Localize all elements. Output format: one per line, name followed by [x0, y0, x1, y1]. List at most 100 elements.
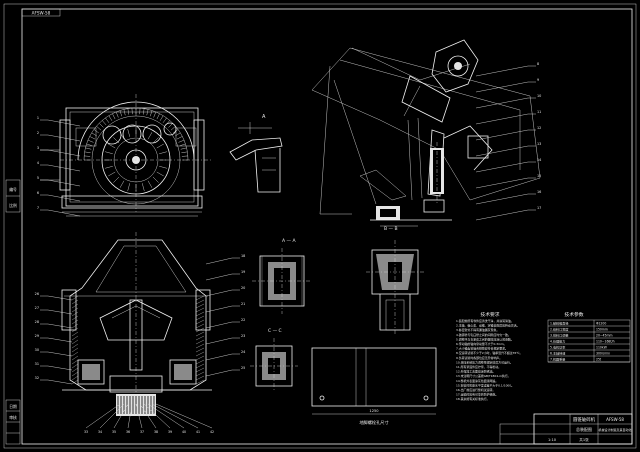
- tech-param-value: Φ1200: [596, 321, 606, 325]
- outer-border: [3, 3, 637, 449]
- leader-line: [47, 209, 81, 217]
- tab-label: AFSW-58: [32, 11, 51, 16]
- balloon-number: 10: [537, 94, 541, 98]
- leader-line: [205, 273, 233, 281]
- foundation-dimension: 1250: [369, 409, 379, 413]
- leader-line: [475, 129, 529, 141]
- leader-line: [475, 209, 529, 221]
- balloon-number: 39: [168, 430, 172, 434]
- tech-req-line: 1.装配前所有零件应清洗干净，并涂润滑油。: [456, 318, 514, 323]
- side-label-4: 审核: [9, 415, 17, 420]
- leader-line: [475, 177, 529, 189]
- balloon-number: 37: [140, 430, 144, 434]
- leader-line: [475, 145, 529, 157]
- school-name: 机械设计制造及其自动化: [598, 427, 631, 432]
- end-view-drawing: [40, 94, 212, 217]
- tech-req-line: 18.其余按有关标准执行。: [456, 396, 490, 401]
- leader-line: [47, 365, 73, 371]
- leader-line: [475, 193, 529, 205]
- balloon-number: 1: [37, 116, 39, 120]
- side-label-3: 日期: [9, 404, 17, 409]
- tech-param-key: 3.排料口调整: [550, 332, 568, 337]
- tech-param-key: 7.机器重量: [550, 356, 565, 361]
- balloon-number: 2: [37, 131, 39, 135]
- tech-req-line: 14.整机外表面涂灰色面漆两遍。: [456, 378, 498, 383]
- leader-line: [47, 295, 73, 301]
- foundation-plan-drawing: 1250 地脚螺栓孔尺寸: [311, 347, 437, 426]
- leader-line: [475, 97, 529, 109]
- balloon-number: 28: [35, 320, 39, 324]
- section-cc-label: C — C: [268, 328, 282, 334]
- tech-req-line: 9.负荷试验时各部位应无异常响声。: [456, 355, 502, 360]
- tech-param-value: 110~168t/h: [596, 339, 615, 343]
- side-label-2: 比例: [9, 203, 17, 208]
- leader-line: [47, 323, 73, 329]
- balloon-number: 29: [35, 334, 39, 338]
- leader-line: [475, 113, 529, 125]
- tech-param-key: 1.破碎锥直径: [550, 320, 568, 325]
- balloon-number: 27: [35, 306, 39, 310]
- balloon-number: 12: [537, 126, 541, 130]
- leader-line: [205, 321, 233, 329]
- scale-value: 1:10: [548, 438, 557, 442]
- tech-req-line: 13.未注明尺寸公差按GB/T1804-m执行。: [456, 373, 511, 378]
- tech-req-lines: 1.装配前所有零件应清洗干净，并涂润滑油。2.主轴、偏心套、动锥、定锥装配后应转…: [456, 318, 522, 401]
- tech-req-line: 16.出厂前应进行整机试运转。: [456, 387, 495, 392]
- balloon-number: 31: [35, 362, 39, 366]
- leader-line: [475, 65, 529, 77]
- tech-req-line: 17.运输时应有可靠的防护措施。: [456, 392, 498, 397]
- leader-line: [47, 119, 81, 127]
- right-wall-hatching: [195, 295, 205, 385]
- leader-line: [205, 289, 233, 297]
- drawing-number: AFSW-58: [606, 417, 624, 422]
- balloon-number: 35: [112, 430, 116, 434]
- tech-param-value: 25t: [596, 357, 602, 361]
- section-aa-label: A — A: [282, 238, 296, 244]
- balloon-number: 22: [241, 318, 245, 322]
- tech-req-line: 5.调整环与支承套之间的螺纹应涂以润滑脂。: [456, 336, 514, 341]
- leader-line: [47, 351, 73, 357]
- section-cc-drawing: C — C: [250, 328, 298, 392]
- section-bb-drawing: B — B: [366, 226, 424, 336]
- technical-requirements-block: 技术要求 1.装配前所有零件应清洗干净，并涂润滑油。2.主轴、偏心套、动锥、定锥…: [456, 311, 522, 401]
- leader-line: [127, 403, 133, 429]
- balloon-number: 40: [182, 430, 186, 434]
- leader-line: [155, 403, 213, 429]
- balloon-number: 3: [37, 146, 39, 150]
- leader-line: [151, 403, 199, 429]
- leader-line: [147, 403, 185, 429]
- tech-req-line: 2.主轴、偏心套、动锥、定锥装配后应转动灵活。: [456, 323, 519, 328]
- tech-req-line: 7.大小锥齿轮啮合侧隙应符合规定要求。: [456, 346, 508, 351]
- balloon-number: 15: [537, 174, 541, 178]
- balloon-number: 42: [210, 430, 214, 434]
- tech-req-line: 10.液压系统压力调整至规定值后方可运行。: [456, 359, 513, 364]
- leader-line: [113, 403, 129, 429]
- balloon-number: 32: [35, 376, 39, 380]
- tech-req-line: 8.空运转试验不少于2小时，轴承温升不超过35℃。: [456, 350, 522, 355]
- tech-param-key: 4.处理能力: [550, 338, 565, 343]
- section-aa-drawing: A — A: [252, 238, 312, 314]
- tech-param-value: 20~45mm: [596, 333, 613, 337]
- left-side-strip: 编号 比例 日期 审核: [5, 179, 21, 445]
- balloon-number: 24: [241, 350, 245, 354]
- balloon-number: 14: [537, 158, 541, 162]
- view-a-label: A: [262, 114, 266, 120]
- section-bb-label: B — B: [384, 226, 398, 232]
- leader-line: [47, 179, 81, 187]
- tech-req-line: 4.破碎壁与轧臼壁之间的间隙应均匀一致。: [456, 332, 511, 337]
- view-a-detail: A: [229, 114, 283, 193]
- inner-border: [21, 8, 633, 445]
- balloon-number: 5: [37, 176, 39, 180]
- balloon-number: 11: [537, 110, 541, 114]
- tech-req-line: 15.安装时机座水平度误差不大于0.1/1000。: [456, 382, 514, 387]
- title-block: 圆锥破碎机 AFSW-58 机械设计制造及其自动化 总装配图 1:10 共1张: [499, 413, 633, 445]
- balloon-number: 25: [241, 366, 245, 370]
- balloon-number: 34: [98, 430, 102, 434]
- bottom-gear-lines: [117, 396, 155, 414]
- balloon-number: 21: [241, 302, 245, 306]
- balloon-number: 18: [241, 254, 245, 258]
- balloon-number: 17: [537, 206, 541, 210]
- leader-line: [475, 161, 529, 173]
